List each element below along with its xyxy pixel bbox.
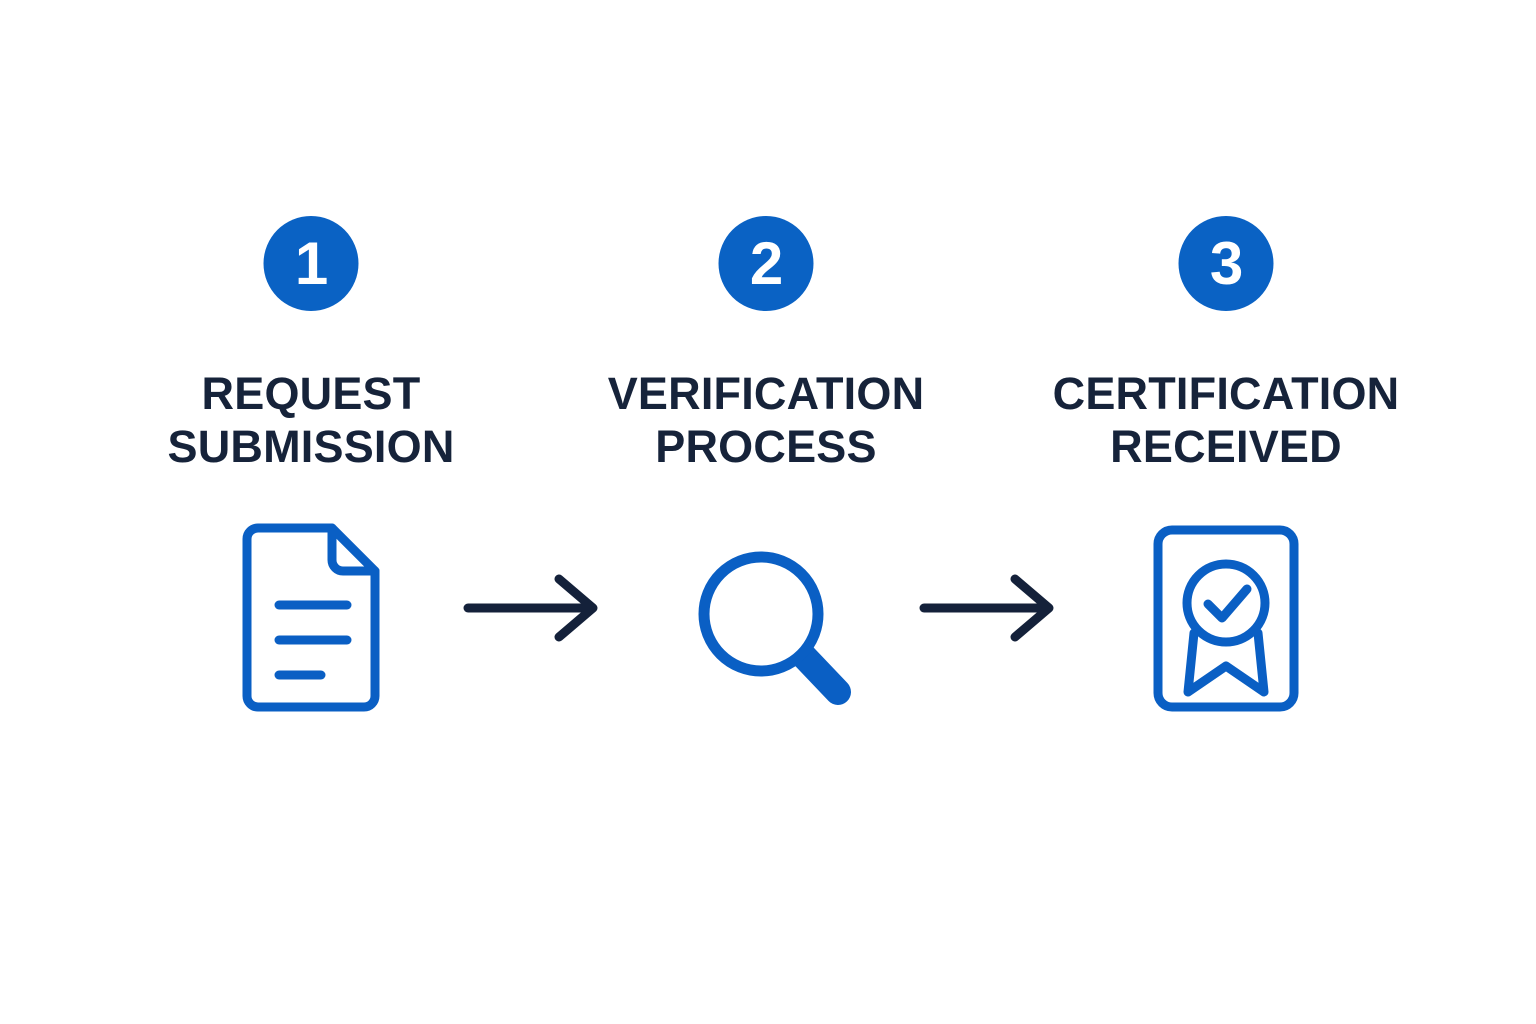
step-1-number-badge: 1 xyxy=(263,216,359,311)
arrow-right-icon xyxy=(463,574,598,642)
step-2: 2 VERIFICATION PROCESS xyxy=(556,0,976,1024)
magnifying-glass-icon xyxy=(698,551,851,705)
step-2-number: 2 xyxy=(749,229,783,297)
step-1: 1 REQUEST SUBMISSION xyxy=(101,0,521,1024)
connector-arrow-1 xyxy=(463,570,603,646)
step-3-label-line-1: CERTIFICATION xyxy=(1052,368,1400,419)
step-3: 3 CERTIFICATION RECEIVED xyxy=(1016,0,1436,1024)
step-2-icon-slot xyxy=(666,520,866,720)
step-1-number: 1 xyxy=(294,229,328,297)
step-1-label-line-2: SUBMISSION xyxy=(167,420,455,472)
step-2-label-line-2: PROCESS xyxy=(655,420,877,472)
step-2-label-line-1: VERIFICATION xyxy=(607,368,925,419)
step-1-icon-slot xyxy=(211,520,411,720)
step-3-label-line-2: RECEIVED xyxy=(1110,420,1342,472)
document-icon xyxy=(242,523,380,712)
step-1-label-line-1: REQUEST xyxy=(201,368,421,419)
step-2-number-badge: 2 xyxy=(718,216,814,311)
step-3-number: 3 xyxy=(1209,229,1243,297)
certificate-award-icon xyxy=(1153,525,1299,712)
step-3-label: CERTIFICATION RECEIVED xyxy=(1016,368,1436,473)
step-3-number-badge: 3 xyxy=(1178,216,1274,311)
step-2-label: VERIFICATION PROCESS xyxy=(556,368,976,473)
connector-arrow-2 xyxy=(919,570,1059,646)
step-3-icon-slot xyxy=(1126,520,1326,720)
step-1-label: REQUEST SUBMISSION xyxy=(101,368,521,473)
arrow-right-icon xyxy=(919,574,1054,642)
